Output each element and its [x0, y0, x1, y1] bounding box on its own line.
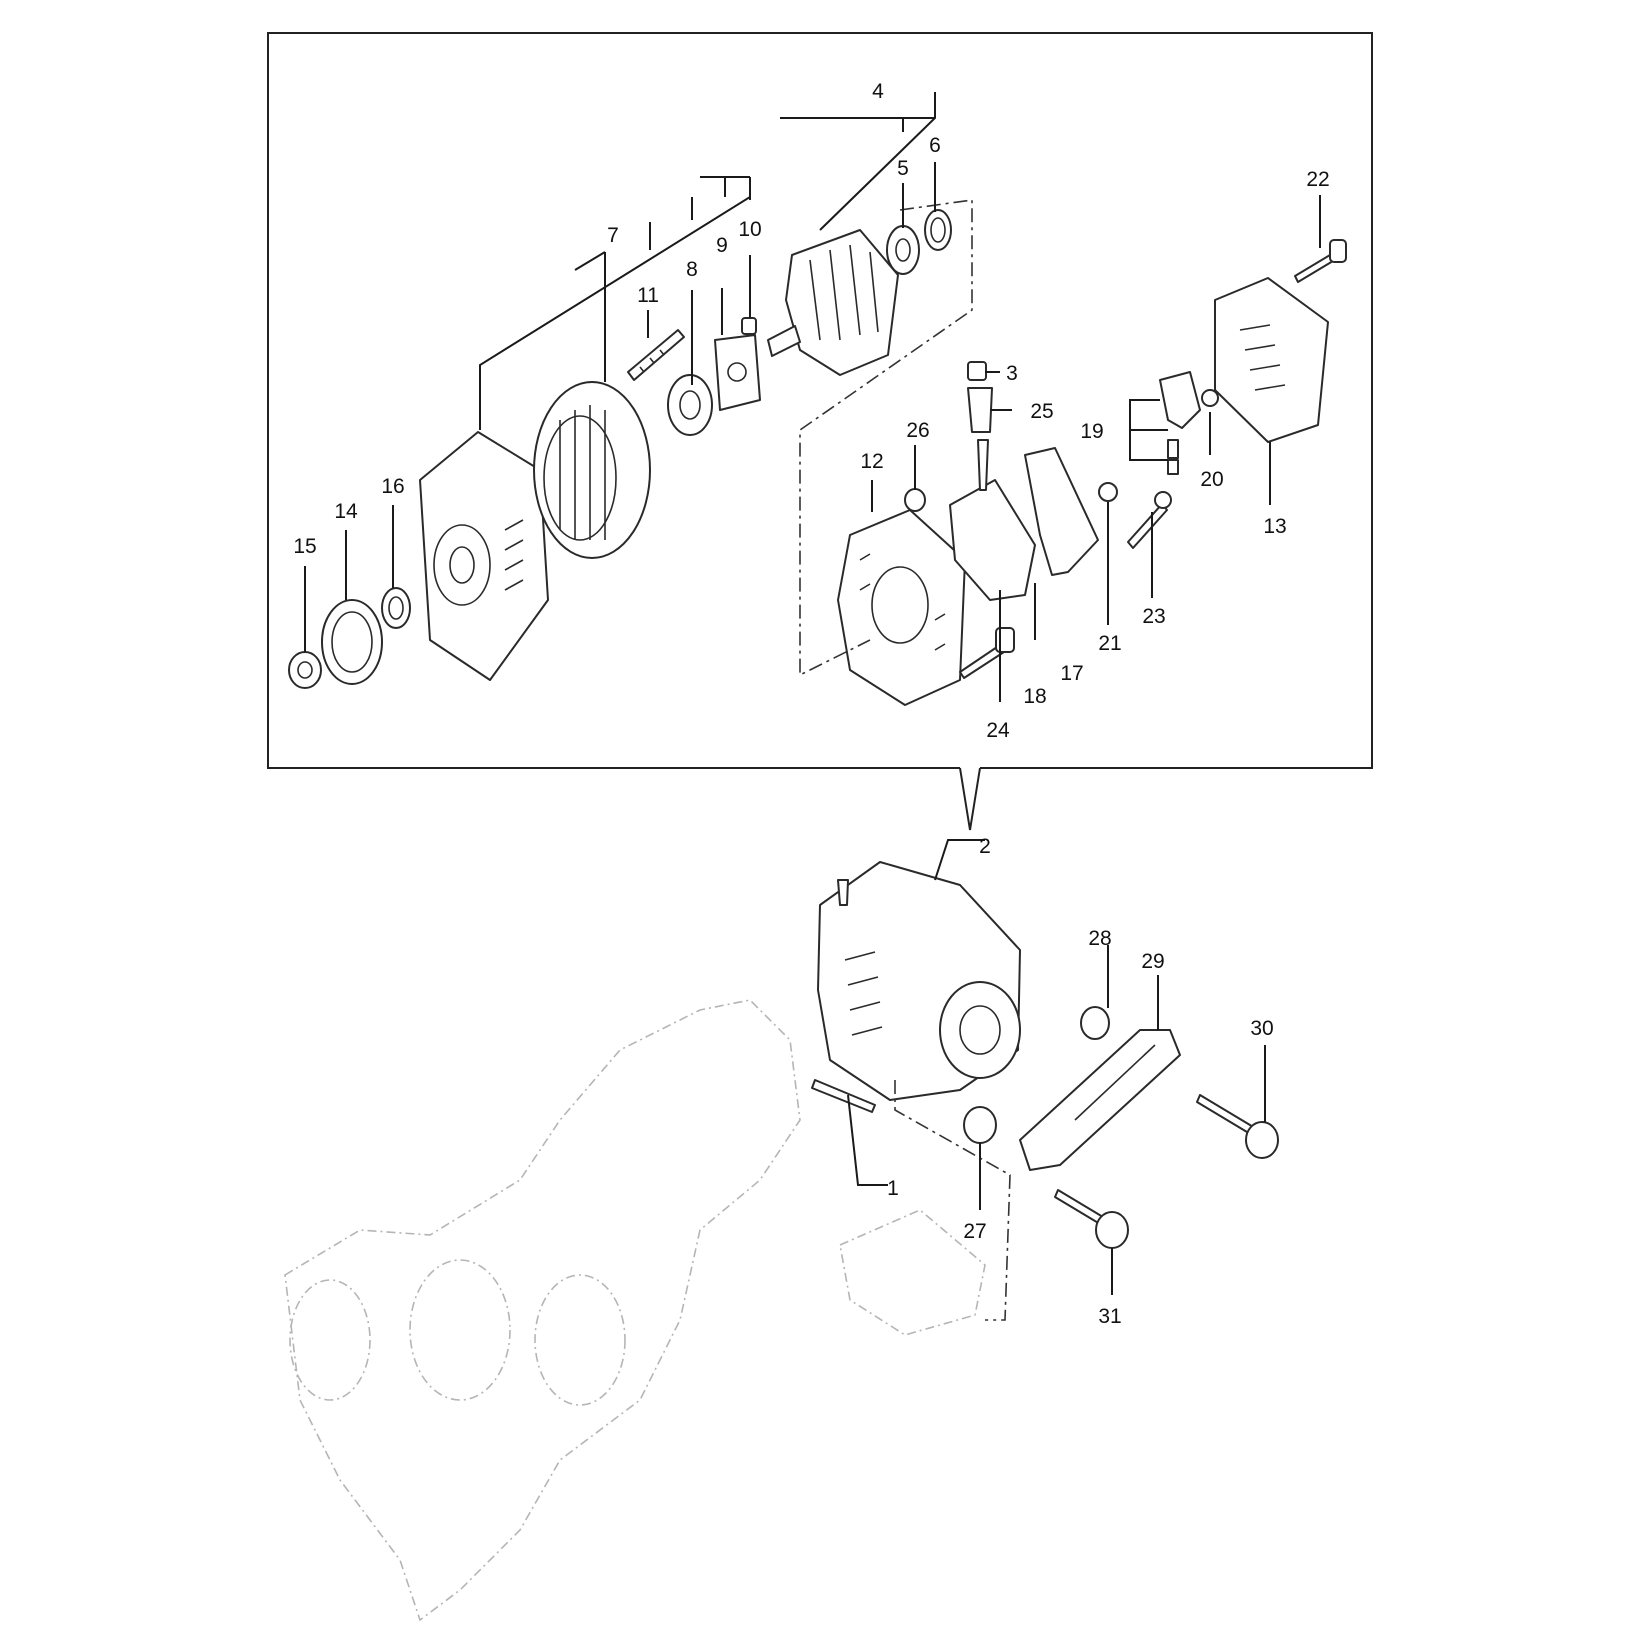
water-pump-ghost	[839, 1209, 986, 1336]
callout-12: 12	[860, 450, 883, 473]
part-sleeve-25	[967, 387, 993, 433]
callout-23: 23	[1142, 605, 1165, 628]
callout-29: 29	[1141, 950, 1164, 973]
alignment-line-lower	[894, 1080, 1011, 1321]
part-front-housing	[419, 431, 549, 681]
callout-16: 16	[381, 475, 404, 498]
part-nut-26	[904, 488, 926, 512]
part-collar-28	[1080, 1006, 1110, 1040]
part-bolt-31	[1054, 1189, 1129, 1249]
callout-26: 26	[906, 419, 929, 442]
callout-labels: 1 2 3 4 5 6 7 8 9 10 11 12 13 14 15 16 1…	[293, 80, 1329, 1328]
part-rear-housing-12	[837, 509, 966, 706]
part-nut-15	[288, 651, 322, 689]
callout-22: 22	[1306, 168, 1329, 191]
part-bolt-24	[959, 627, 1015, 679]
callout-27: 27	[963, 1220, 986, 1243]
alignment-line-upper	[799, 199, 973, 677]
part-screw-10	[741, 317, 757, 335]
callout-17: 17	[1060, 662, 1083, 685]
part-bolt-30	[1196, 1094, 1279, 1159]
callout-14: 14	[334, 500, 358, 523]
part-nut-3	[967, 361, 987, 381]
engine-front-cover-ghost	[284, 999, 801, 1622]
part-plate-9	[714, 334, 761, 411]
part-stator-7	[533, 381, 651, 559]
callout-21: 21	[1098, 632, 1121, 655]
callout-30: 30	[1250, 1017, 1273, 1040]
callout-25: 25	[1030, 400, 1053, 423]
callout-1: 1	[887, 1177, 899, 1200]
part-regulator-17	[1024, 447, 1099, 576]
part-brush-holder-19	[1159, 371, 1201, 475]
callout-2: 2	[979, 835, 991, 858]
part-stud-11	[627, 329, 685, 381]
callout-15: 15	[293, 535, 316, 558]
leader-lines	[304, 92, 1321, 1295]
part-pulley-14	[321, 599, 383, 685]
part-bolt-22	[1294, 239, 1347, 283]
callout-5: 5	[897, 157, 909, 180]
part-nut-21	[1098, 482, 1118, 502]
callout-24: 24	[986, 719, 1010, 742]
callout-6: 6	[929, 134, 941, 157]
part-rear-cover-13	[1214, 277, 1329, 443]
exploded-view-frame	[267, 32, 1373, 831]
callout-10: 10	[738, 218, 761, 241]
callout-13: 13	[1263, 515, 1286, 538]
callout-3: 3	[1006, 362, 1018, 385]
part-bearing-8	[667, 374, 713, 436]
part-rotor-4	[767, 229, 899, 376]
part-brace-29	[1019, 1029, 1181, 1171]
part-nut-27	[963, 1106, 997, 1144]
callout-28: 28	[1088, 927, 1111, 950]
callout-18: 18	[1023, 685, 1046, 708]
callout-20: 20	[1200, 468, 1223, 491]
part-ring-6	[924, 209, 952, 251]
callout-9: 9	[716, 234, 728, 257]
part-bearing-5	[886, 225, 920, 275]
part-alternator-2	[817, 861, 1021, 1101]
part-spacer-16	[381, 587, 411, 629]
part-bolt-23	[1127, 491, 1172, 549]
callout-7: 7	[607, 224, 619, 247]
part-rectifier-18	[949, 439, 1036, 601]
part-screw-20	[1201, 389, 1219, 407]
callout-19: 19	[1080, 420, 1103, 443]
callout-11: 11	[637, 284, 659, 307]
callout-4: 4	[872, 80, 884, 103]
callout-8: 8	[686, 258, 698, 281]
part-stud-1	[811, 1079, 876, 1113]
callout-31: 31	[1098, 1305, 1121, 1328]
